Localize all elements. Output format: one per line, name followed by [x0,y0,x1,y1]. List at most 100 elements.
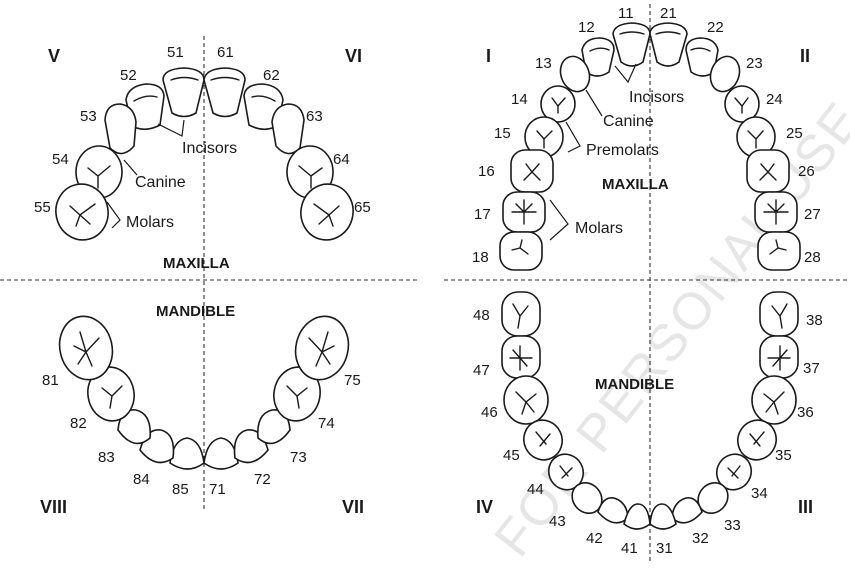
permanent-number-32: 32 [692,530,709,547]
permanent-tooth-14 [540,85,576,123]
permanent-maxilla-heading: MAXILLA [602,176,669,193]
primary-tooth-75 [294,315,350,381]
primary-canine-label: Canine [135,174,186,191]
permanent-number-26: 26 [798,163,815,180]
permanent-tooth-36 [751,375,797,425]
quadrant-label-i: I [486,46,491,66]
primary-number-84: 82 [70,415,87,432]
primary-number-52: 52 [120,67,137,84]
permanent-number-37: 37 [803,360,820,377]
primary-incisors-label: Incisors [182,140,237,157]
primary-tooth-71 [203,437,239,470]
primary-number-73: 73 [290,449,307,466]
permanent-tooth-43 [571,481,603,515]
primary-upper-arch [55,67,354,241]
permanent-number-36: 36 [797,404,814,421]
permanent-molars-label: Molars [575,220,623,237]
primary-number-62: 62 [263,67,280,84]
permanent-incisors-label: Incisors [629,89,684,106]
permanent-number-35: 35 [775,447,792,464]
permanent-tooth-46 [503,375,549,425]
permanent-number-12: 12 [578,19,595,36]
primary-number-85: 81 [42,372,59,389]
permanent-tooth-18 [499,231,543,271]
primary-number-65: 65 [354,199,371,216]
permanent-canine-label: Canine [603,113,654,130]
primary-tooth-85 [58,315,114,381]
permanent-tooth-41 [623,503,651,530]
permanent-number-31: 31 [656,540,673,557]
permanent-number-27: 27 [804,206,821,223]
primary-lower-arch [58,315,350,470]
permanent-number-11: 11 [618,5,634,22]
primary-number-55: 55 [34,199,51,216]
permanent-tooth-31 [649,503,677,530]
permanent-mandible-heading: MANDIBLE [595,376,674,393]
quadrant-label-viii: VIII [40,497,67,517]
permanent-number-16: 16 [478,163,495,180]
quadrant-label-iii: III [798,497,813,517]
permanent-number-28: 28 [804,249,821,266]
primary-number-72: 72 [254,471,271,488]
quadrant-label-ii: II [800,46,810,66]
permanent-number-14: 14 [511,91,528,108]
permanent-number-41: 41 [621,540,638,557]
primary-number-53: 53 [80,108,97,125]
primary-number-63: 63 [306,108,323,125]
permanent-number-25: 25 [786,125,803,142]
primary-number-75: 75 [344,372,361,389]
primary-tooth-81 [169,437,205,470]
primary-number-83: 83 [98,449,115,466]
primary-tooth-63 [271,103,305,155]
permanent-tooth-28 [757,231,801,271]
primary-number-61: 61 [217,44,234,61]
permanent-tooth-22 [685,37,719,77]
permanent-tooth-32 [671,496,703,524]
permanent-tooth-42 [597,496,629,524]
quadrant-label-iv: IV [476,497,493,517]
permanent-number-38: 38 [806,312,823,329]
permanent-number-22: 22 [707,19,724,36]
permanent-number-48: 48 [473,307,490,324]
primary-tooth-55 [55,183,109,241]
permanent-tooth-47 [501,335,541,379]
primary-number-54: 54 [52,151,69,168]
primary-number-51: 51 [167,44,184,61]
permanent-tooth-23 [709,55,741,93]
primary-molars-label: Molars [126,214,174,231]
permanent-number-33: 33 [724,517,741,534]
permanent-lower-arch [501,291,799,530]
permanent-number-23: 23 [746,55,763,72]
primary-maxilla-heading: MAXILLA [163,255,230,272]
permanent-number-47: 47 [473,362,490,379]
primary-number-82: 84 [133,471,150,488]
quadrant-label-vi: VI [345,46,362,66]
permanent-tooth-33 [697,481,729,515]
permanent-number-17: 17 [474,206,491,223]
permanent-tooth-21 [649,22,688,67]
permanent-number-21: 21 [660,5,677,22]
permanent-number-44: 44 [527,481,544,498]
primary-number-71: 71 [209,481,226,498]
permanent-number-43: 43 [549,513,566,530]
permanent-number-18: 18 [472,249,489,266]
permanent-number-45: 45 [503,447,520,464]
permanent-upper-arch [499,22,801,271]
permanent-number-46: 46 [481,404,498,421]
primary-number-81: 85 [172,481,189,498]
permanent-number-24: 24 [766,91,783,108]
permanent-number-13: 13 [535,55,552,72]
primary-mandible-heading: MANDIBLE [156,303,235,320]
primary-tooth-61 [203,67,246,118]
primary-number-64: 64 [333,151,350,168]
quadrant-label-v: V [48,46,60,66]
permanent-tooth-24 [724,85,760,123]
permanent-number-42: 42 [586,530,603,547]
primary-tooth-51 [162,67,205,118]
permanent-number-15: 15 [494,125,511,142]
quadrant-label-vii: VII [342,497,364,517]
permanent-tooth-11 [612,22,651,67]
permanent-tooth-12 [581,37,615,77]
primary-tooth-53 [104,103,137,155]
